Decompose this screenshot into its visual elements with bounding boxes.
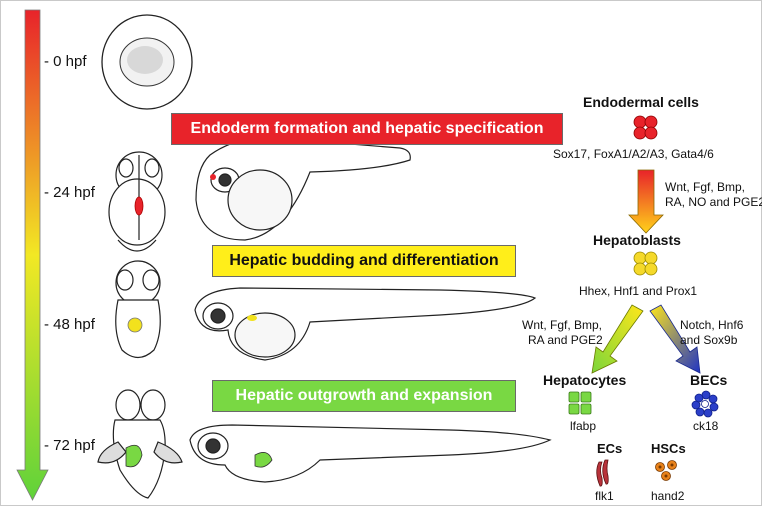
ecs-icon — [597, 460, 609, 486]
ecs-marker: flk1 — [595, 489, 614, 503]
hepatoblasts-markers: Hhex, Hnf1 and Prox1 — [579, 284, 697, 298]
ecs-title: ECs — [597, 441, 622, 456]
timeline-label-48hpf: - 48 hpf — [44, 316, 95, 333]
arrow-endoderm-to-hepatoblasts — [629, 170, 663, 233]
stage-box-outgrowth: Hepatic outgrowth and expansion — [212, 380, 516, 412]
timeline-label-24hpf: - 24 hpf — [44, 184, 95, 201]
endodermal-cells-title: Endodermal cells — [583, 94, 699, 110]
embryo-72hpf-dorsal — [98, 390, 182, 498]
stage-box-budding: Hepatic budding and differentiation — [212, 245, 516, 277]
becs-icon — [692, 391, 718, 417]
signals-1-line1: Wnt, Fgf, Bmp, — [665, 180, 745, 194]
becs-title: BECs — [690, 372, 727, 388]
timeline-label-0hpf: - 0 hpf — [44, 53, 87, 70]
signals-right-line1: Notch, Hnf6 — [680, 318, 743, 332]
embryo-0hpf — [102, 15, 192, 109]
hepatoblasts-title: Hepatoblasts — [593, 232, 681, 248]
becs-marker: ck18 — [693, 419, 718, 433]
signals-left-line1: Wnt, Fgf, Bmp, — [522, 318, 602, 332]
hscs-icon — [656, 461, 677, 481]
signals-left-line2: RA and PGE2 — [528, 333, 603, 347]
signals-right-line2: and Sox9b — [680, 333, 737, 347]
hscs-marker: hand2 — [651, 489, 684, 503]
hepatocytes-title: Hepatocytes — [543, 372, 626, 388]
signals-1-line2: RA, NO and PGE2 — [665, 195, 762, 209]
endodermal-cells-markers: Sox17, FoxA1/A2/A3, Gata4/6 — [553, 147, 714, 161]
embryo-48hpf-dorsal — [116, 261, 161, 358]
hepatocytes-marker: lfabp — [570, 419, 596, 433]
embryo-72hpf-lateral — [190, 425, 550, 482]
timeline-label-72hpf: - 72 hpf — [44, 437, 95, 454]
embryo-24hpf-dorsal — [109, 152, 165, 251]
hepatoblasts-icon — [634, 252, 657, 275]
embryo-24hpf-lateral — [196, 137, 410, 240]
hscs-title: HSCs — [651, 441, 686, 456]
hepatocytes-icon — [569, 392, 591, 414]
stage-box-endoderm: Endoderm formation and hepatic specifica… — [171, 113, 563, 145]
timeline-arrow — [17, 10, 48, 500]
embryo-48hpf-lateral — [195, 288, 535, 360]
endodermal-cells-icon — [634, 116, 657, 139]
